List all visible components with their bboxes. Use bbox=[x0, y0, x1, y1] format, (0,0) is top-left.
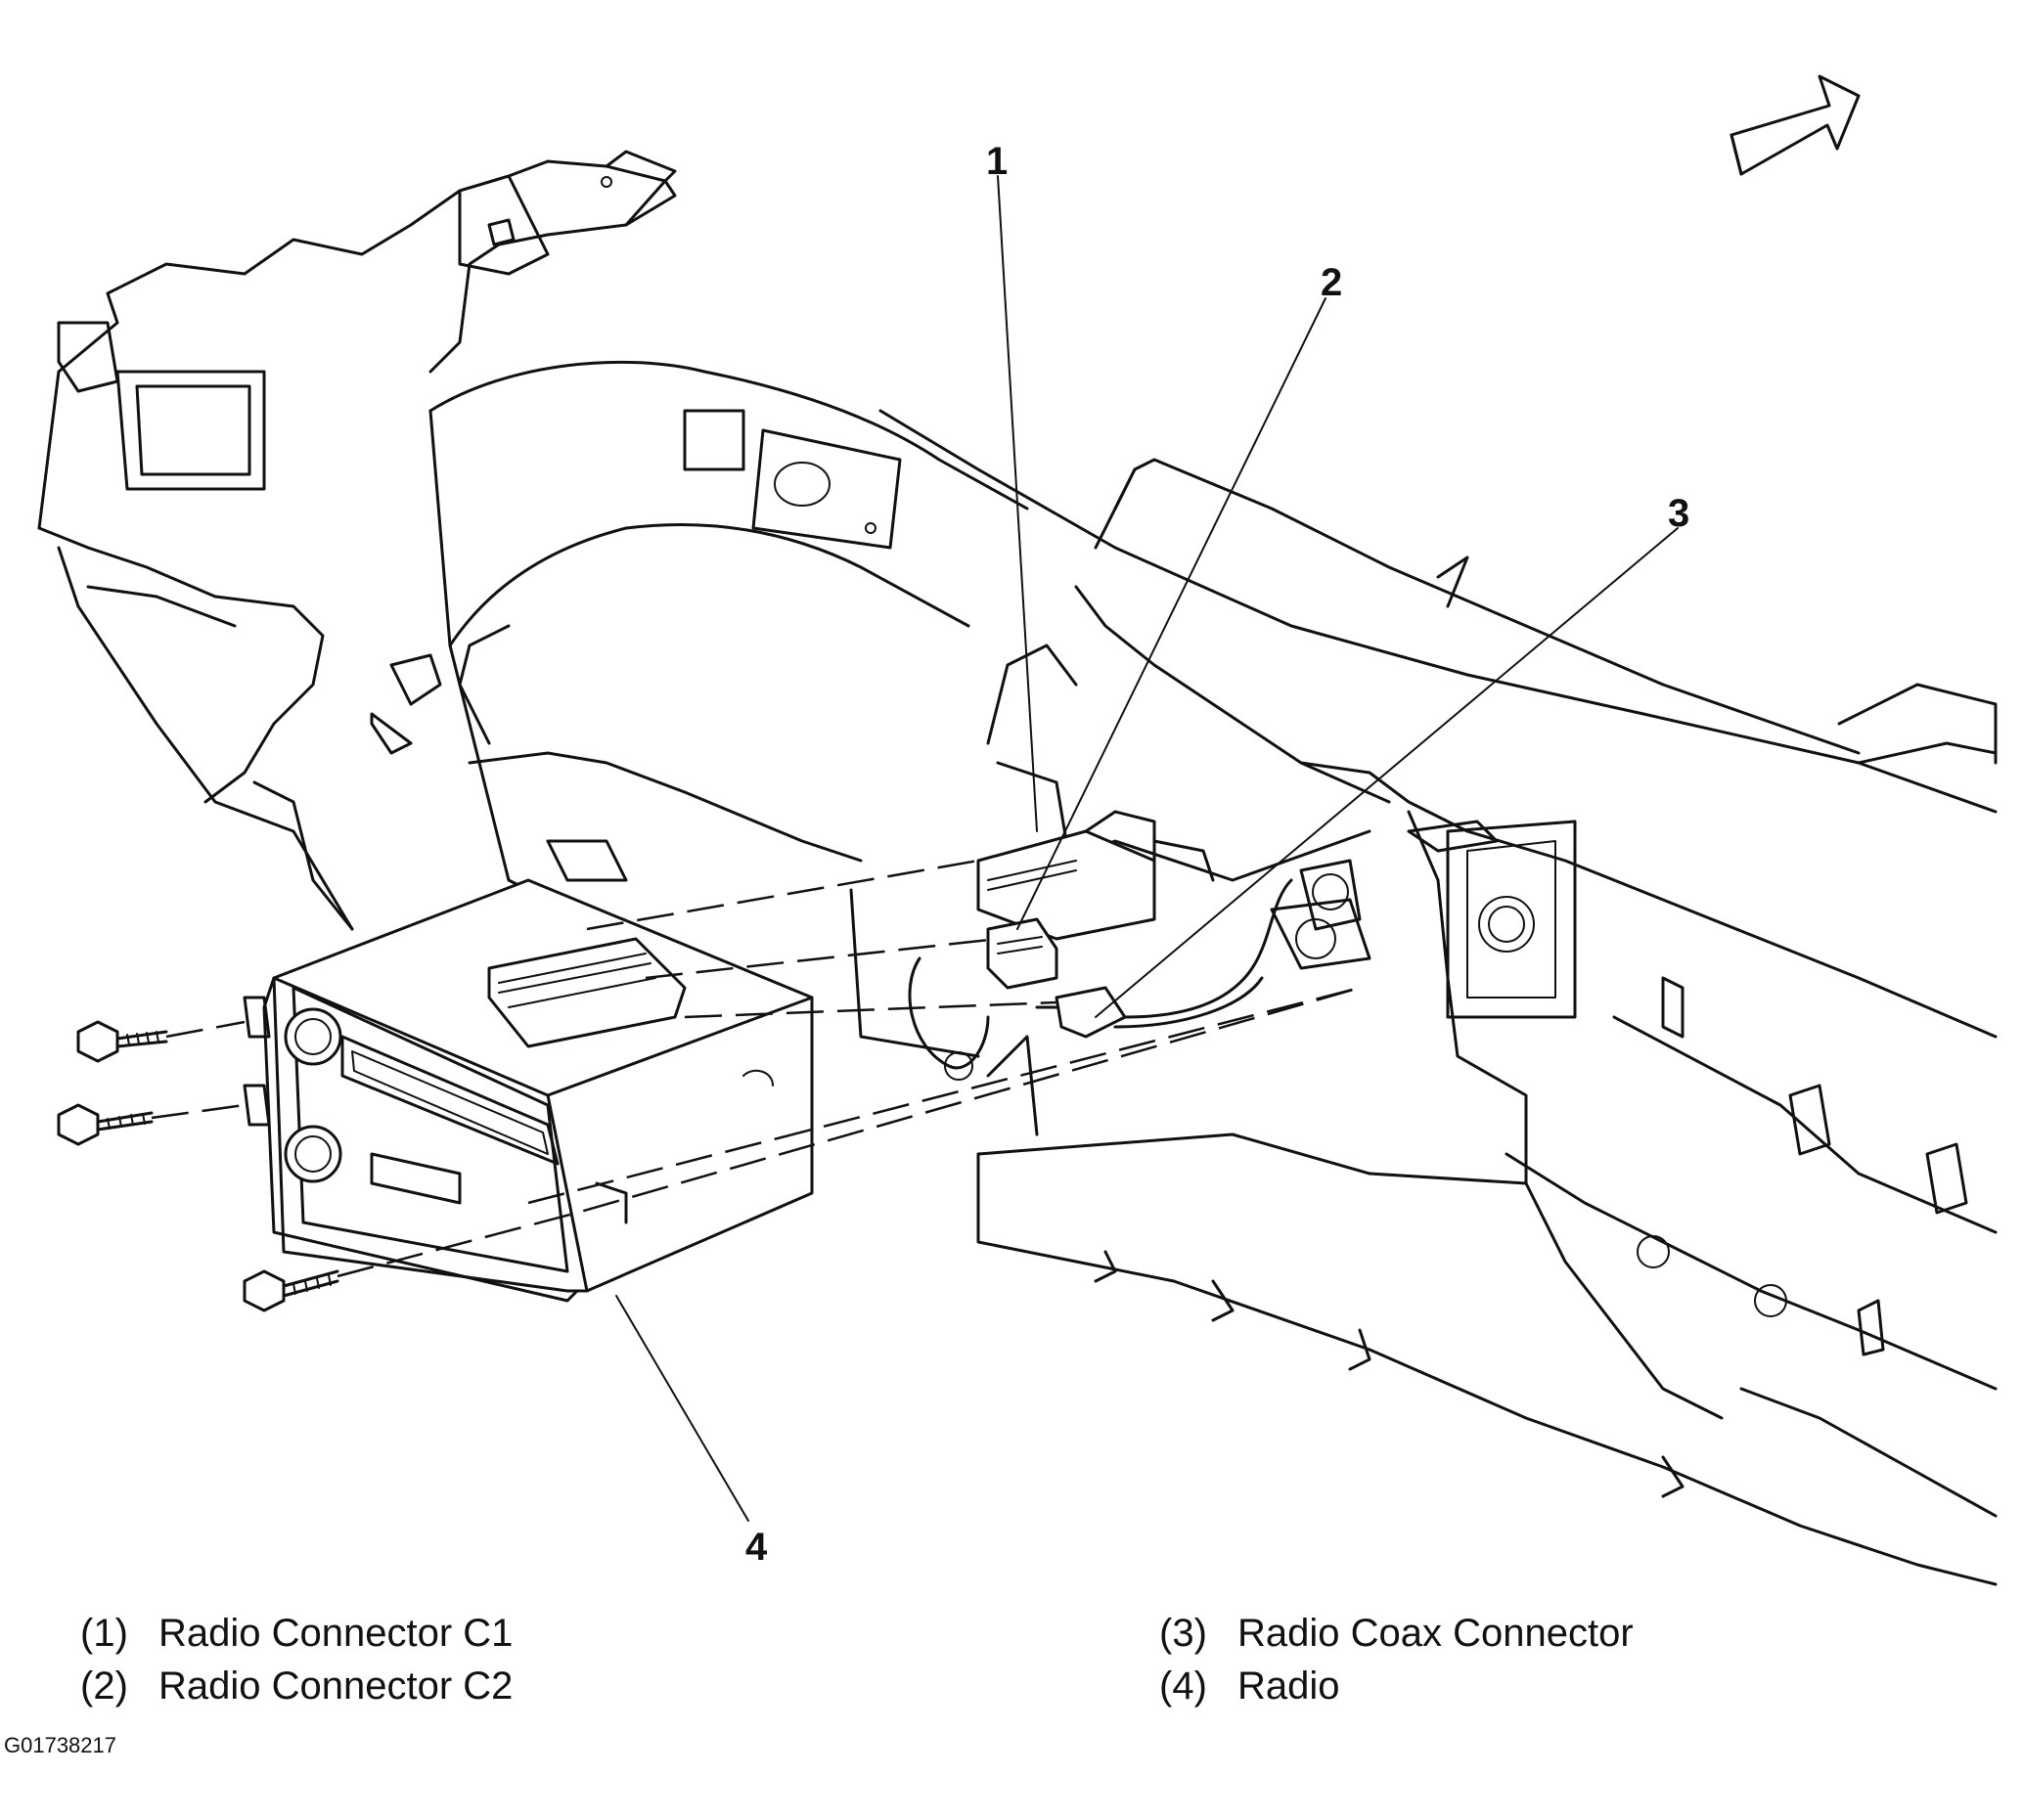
figure-id: G01738217 bbox=[4, 1733, 116, 1757]
callout-4: 4 bbox=[745, 1526, 768, 1569]
legend-label: Radio Connector C1 bbox=[158, 1612, 514, 1655]
radio-coax-connector bbox=[1035, 878, 1293, 1039]
forward-arrow-icon bbox=[1730, 74, 1861, 176]
legend-item: (3) Radio Coax Connector bbox=[1159, 1607, 1634, 1660]
legend-item: (1) Radio Connector C1 bbox=[80, 1607, 513, 1660]
callout-3: 3 bbox=[1668, 492, 1689, 535]
legend-label: Radio Coax Connector bbox=[1237, 1612, 1634, 1655]
mounting-screw bbox=[243, 1269, 339, 1312]
callout-1: 1 bbox=[986, 140, 1008, 183]
callout-2: 2 bbox=[1321, 261, 1342, 304]
legend-number: (4) bbox=[1159, 1665, 1207, 1708]
legend-item: (2) Radio Connector C2 bbox=[80, 1660, 513, 1712]
installation-guide-lines bbox=[151, 859, 1361, 1278]
instrument-panel-carrier bbox=[37, 150, 1029, 931]
legend-number: (2) bbox=[80, 1665, 128, 1708]
radio-connector-c2 bbox=[908, 917, 1058, 1081]
legend-number: (1) bbox=[80, 1612, 128, 1655]
legend-left-column: (1) Radio Connector C1 (2) Radio Connector… bbox=[80, 1607, 513, 1712]
radio-unit bbox=[243, 878, 814, 1303]
callout-leaders bbox=[615, 175, 1679, 1522]
instrument-panel-carrier-right bbox=[878, 409, 1998, 1586]
legend-item: (4) Radio bbox=[1159, 1660, 1634, 1712]
radio-connector-c1 bbox=[976, 810, 1215, 941]
legend-label: Radio bbox=[1237, 1665, 1340, 1708]
legend-right-column: (3) Radio Coax Connector (4) Radio bbox=[1159, 1607, 1634, 1712]
mounting-screw bbox=[76, 1020, 168, 1063]
legend-label: Radio Connector C2 bbox=[158, 1665, 514, 1708]
legend-number: (3) bbox=[1159, 1612, 1207, 1655]
mounting-screw bbox=[57, 1103, 154, 1146]
